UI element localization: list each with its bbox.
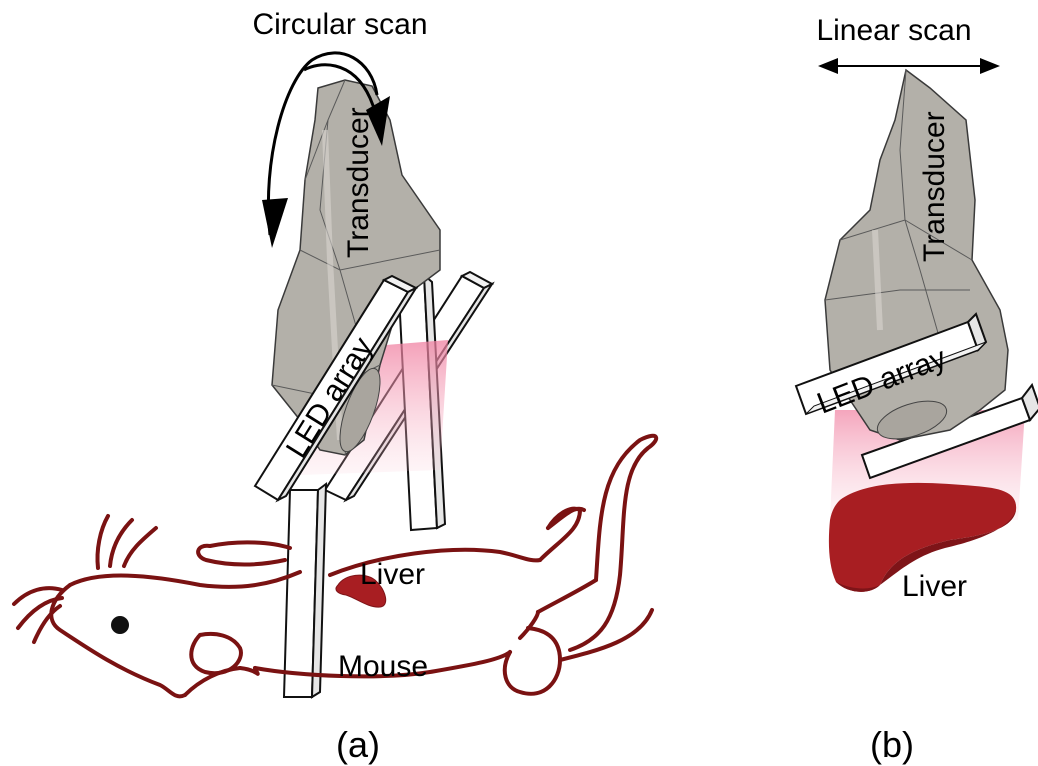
- caption-b: (b): [870, 724, 914, 765]
- transducer-label-b: Transducer: [918, 111, 951, 262]
- circular-scan-label: Circular scan: [252, 8, 427, 41]
- transducer-label-a: Transducer: [342, 107, 375, 258]
- mouse-label: Mouse: [338, 650, 428, 683]
- caption-a: (a): [336, 724, 380, 765]
- led-bar-lower-a: [284, 484, 326, 697]
- panel-a: Transducer LED array Circular scan: [14, 8, 656, 765]
- linear-scan-label: Linear scan: [816, 14, 971, 47]
- liver-label-b: Liver: [902, 570, 967, 603]
- liver-label-a: Liver: [360, 558, 425, 591]
- panel-b: Linear scan Transducer LED array: [796, 14, 1038, 765]
